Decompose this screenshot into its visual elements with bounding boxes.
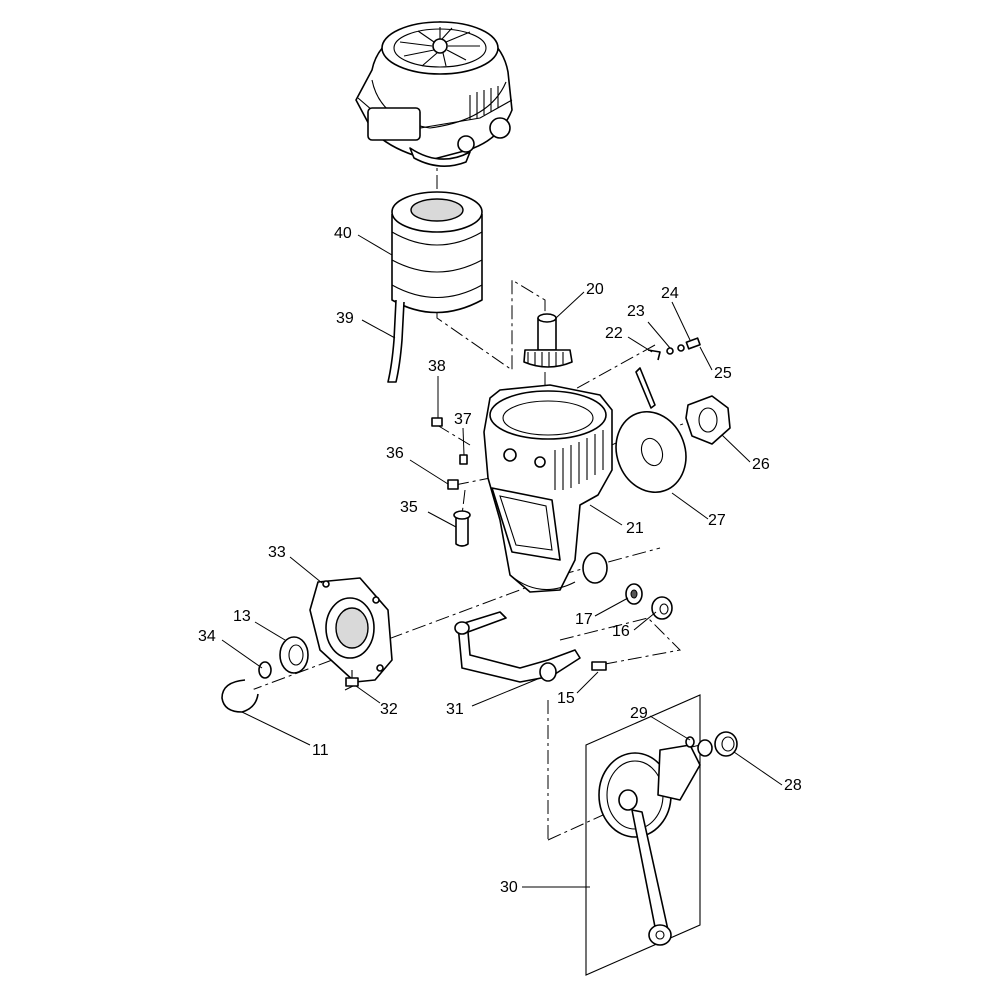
crank-pins	[685, 736, 713, 757]
callout-32: 32	[380, 701, 398, 718]
callout-39: 39	[336, 310, 354, 327]
callout-27: 27	[708, 512, 726, 529]
callout-31: 31	[446, 701, 464, 718]
cap-screw	[345, 670, 359, 687]
callout-33: 33	[268, 544, 286, 561]
callout-35: 35	[400, 499, 418, 516]
bracket-screw	[591, 661, 607, 671]
callout-22: 22	[605, 325, 623, 342]
power-cable	[387, 299, 405, 383]
crank-assembly	[585, 694, 701, 976]
callout-26: 26	[752, 456, 770, 473]
callout-16: 16	[612, 623, 630, 640]
small-hardware	[635, 337, 701, 409]
callout-11: 11	[312, 742, 329, 759]
end-plate	[309, 577, 393, 683]
housing-screws	[431, 417, 468, 490]
callout-38: 38	[428, 358, 446, 375]
callout-23: 23	[627, 303, 645, 320]
gasket-disc	[615, 410, 687, 494]
callout-15: 15	[557, 690, 575, 707]
roller-bushing	[651, 596, 673, 620]
stator	[391, 191, 483, 314]
callout-28: 28	[784, 777, 802, 794]
washer	[625, 583, 643, 605]
callout-20: 20	[586, 281, 604, 298]
retaining-ring	[221, 679, 259, 713]
gear-housing	[483, 384, 613, 593]
bushing	[453, 510, 471, 547]
callout-13: 13	[233, 608, 251, 625]
callout-21: 21	[626, 520, 644, 537]
pinion-shaft	[523, 313, 573, 368]
small-ring	[258, 661, 272, 679]
bearing	[279, 636, 309, 674]
needle-bearing	[714, 731, 738, 757]
callout-36: 36	[386, 445, 404, 462]
callout-37: 37	[454, 411, 472, 428]
callout-29: 29	[630, 705, 648, 722]
callout-17: 17	[575, 611, 593, 628]
support-bracket	[454, 611, 581, 683]
callout-24: 24	[661, 285, 679, 302]
callout-30: 30	[500, 879, 518, 896]
motor-end-cap	[355, 21, 513, 167]
hex-nut	[685, 395, 731, 445]
callout-40: 40	[334, 225, 352, 242]
callout-25: 25	[714, 365, 732, 382]
leader-lines	[221, 234, 783, 888]
callout-34: 34	[198, 628, 216, 645]
